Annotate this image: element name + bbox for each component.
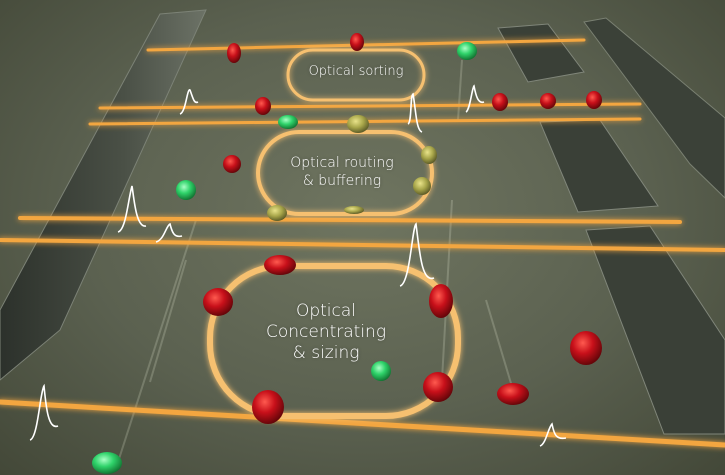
red-particle: [586, 91, 602, 109]
concentrating-label-line3: & sizing: [292, 343, 360, 363]
concentrating-label-line2: Concentrating: [265, 322, 387, 342]
red-particle: [203, 288, 233, 316]
red-particle: [497, 383, 529, 405]
waveguide-1: [146, 38, 586, 52]
trapped-particle: [421, 146, 437, 164]
routing-label-line2: & buffering: [302, 173, 382, 189]
red-particle: [255, 97, 271, 115]
red-particles: [203, 33, 602, 424]
peak-icon: [465, 84, 485, 113]
trapped-particles: [267, 115, 437, 221]
peak-icon: [179, 89, 199, 115]
peak-icon: [399, 222, 435, 287]
right-outer-wall: [583, 17, 725, 199]
green-particle: [278, 115, 298, 129]
optical-sorting-label: Optical sorting: [296, 64, 416, 79]
waveguide-6: [0, 399, 725, 448]
green-particle: [92, 452, 122, 474]
concentrating-label-line1: Optical: [295, 301, 357, 321]
red-particle: [227, 43, 241, 63]
right-block-bottom: [585, 225, 725, 435]
red-particle: [223, 155, 241, 173]
green-particle: [457, 42, 477, 60]
peak-icon: [117, 185, 147, 233]
green-particles: [92, 42, 477, 474]
sorting-label-text: Optical sorting: [308, 64, 404, 79]
waveguide-4: [18, 216, 682, 224]
red-particle: [252, 390, 284, 424]
green-particle: [176, 180, 196, 200]
waveguide-2: [98, 102, 642, 110]
right-block-top: [497, 23, 585, 83]
trapped-particle: [413, 177, 431, 195]
peak-icon: [539, 422, 567, 447]
red-particle: [492, 93, 508, 111]
red-particle: [540, 93, 556, 109]
trapped-particle: [347, 115, 369, 133]
optical-routing-label: Optical routing & buffering: [272, 154, 412, 190]
channel-walls: [0, 9, 725, 435]
peak-icon: [29, 383, 59, 441]
red-particle: [429, 284, 453, 318]
peak-icon: [407, 92, 423, 133]
routing-label-line1: Optical routing: [290, 155, 394, 171]
red-particle: [264, 255, 296, 275]
waveguide-5: [0, 238, 725, 252]
peak-icon: [155, 222, 183, 243]
green-particle: [371, 361, 391, 381]
routing-ring: [256, 130, 434, 216]
concentrating-ring: [207, 263, 461, 419]
trapped-particle: [267, 205, 287, 221]
red-particle: [350, 33, 364, 51]
spectral-peaks: [29, 84, 567, 447]
trapped-particle: [344, 206, 364, 214]
red-particle: [570, 331, 602, 365]
right-block-middle: [539, 119, 659, 213]
red-particle: [423, 372, 453, 402]
left-channel-wall: [0, 9, 207, 381]
optical-concentrating-label: Optical Concentrating & sizing: [246, 301, 406, 364]
